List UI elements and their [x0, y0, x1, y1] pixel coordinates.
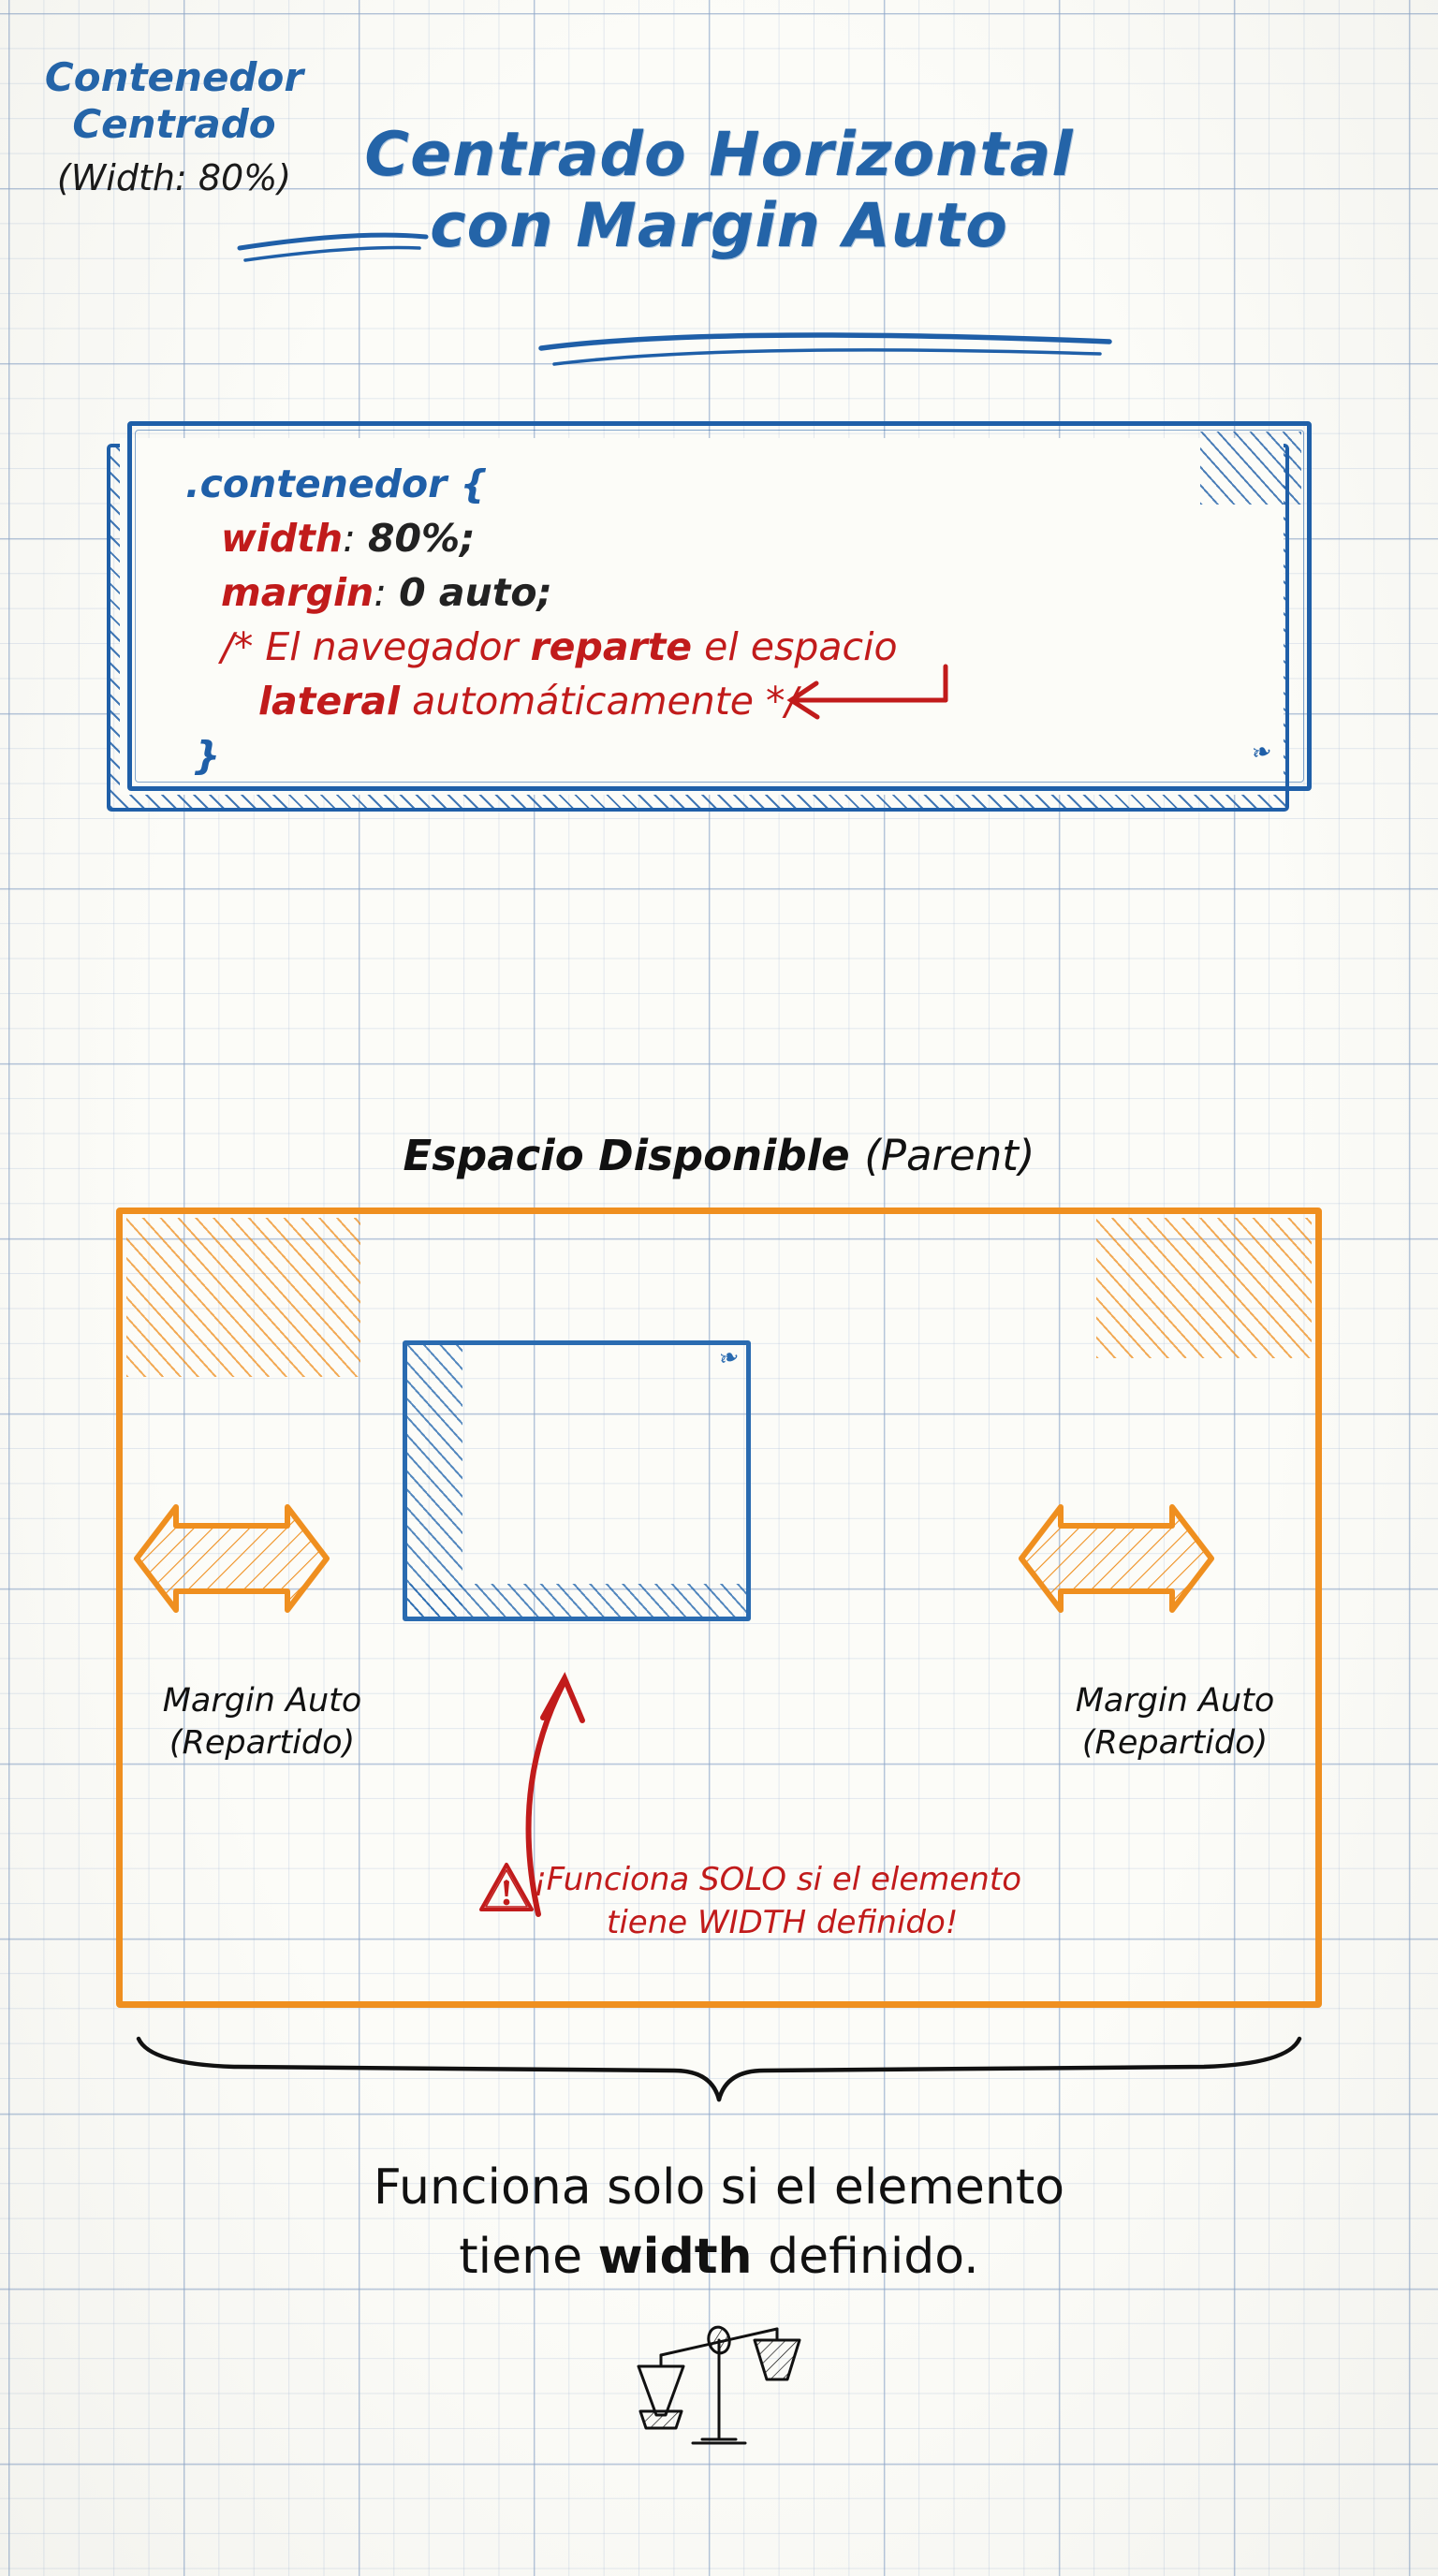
conclusion-line-2-bold: width — [597, 2229, 753, 2285]
code-line-selector: .contenedor { — [185, 461, 488, 506]
conclusion-line-2-post: definido. — [752, 2229, 979, 2285]
margin-auto-label-right-line-1: Margin Auto — [1075, 1682, 1275, 1720]
parent-section-label: Espacio Disponible (Parent) — [0, 1131, 1438, 1180]
margin-arrow-left — [131, 1498, 332, 1623]
double-arrow-icon — [1019, 1504, 1214, 1613]
code-card-frame-inner — [135, 430, 1304, 783]
margin-auto-label-right: Margin Auto (Repartido) — [1034, 1680, 1315, 1764]
warning-text-line-2: tiene WIDTH definido! — [607, 1904, 959, 1941]
warning-text-line-1: ¡Funciona SOLO si el elemento — [534, 1861, 1021, 1898]
code-line-width: width: 80%; — [221, 516, 476, 561]
parent-container-box — [116, 1208, 1322, 2008]
code-card-shadow — [107, 438, 1289, 812]
margin-auto-label-left-line-1: Margin Auto — [162, 1682, 362, 1720]
centered-child-title-line-2: Centrado — [72, 101, 276, 147]
conclusion-line-2: tiene width definido. — [0, 2222, 1438, 2291]
warning-text: ¡Funciona SOLO si el elemento tiene WIDT… — [534, 1858, 1273, 1944]
title-line-2: con Margin Auto — [430, 191, 1008, 261]
parent-box-hatch-top-right — [1096, 1218, 1312, 1358]
margin-auto-label-left: Margin Auto (Repartido) — [122, 1680, 403, 1764]
code-card-corner-hatch — [1200, 432, 1301, 505]
centered-child-title-line-1: Contenedor — [44, 54, 304, 100]
warning-triangle-glyph — [479, 1863, 534, 1911]
warning-triangle-icon — [477, 1860, 536, 1920]
balance-scale-icon — [637, 2325, 801, 2445]
centered-child-hatch-left — [406, 1344, 462, 1617]
conclusion-text: Funciona solo si el elemento tiene width… — [0, 2153, 1438, 2291]
parent-label-strong: Espacio Disponible — [403, 1131, 865, 1180]
page-title: Centrado Horizontal con Margin Auto — [0, 120, 1438, 262]
code-block: .contenedor { width: 80%; margin: 0 auto… — [185, 457, 1265, 783]
centered-child-hatch-bottom — [406, 1584, 747, 1617]
title-line-1: Centrado Horizontal — [364, 120, 1074, 190]
margin-arrow-right — [1016, 1498, 1217, 1623]
centered-child-width-note: (Width: 80%) — [56, 157, 292, 198]
conclusion-line-2-pre: tiene — [459, 2229, 598, 2285]
centered-child-labels: Contenedor Centrado (Width: 80%) — [0, 54, 414, 204]
warning-callout: ¡Funciona SOLO si el elemento tiene WIDT… — [479, 1858, 1273, 1944]
code-comment-line-1: /* El navegador reparte el espacio — [221, 624, 898, 669]
margin-auto-label-right-line-2: (Repartido) — [1081, 1724, 1269, 1762]
code-comment-line-2: lateral automáticamente */ — [258, 679, 799, 724]
code-line-margin: margin: 0 auto; — [221, 570, 552, 615]
margin-auto-label-left-line-2: (Repartido) — [169, 1724, 356, 1762]
conclusion-line-1: Funciona solo si el elemento — [373, 2159, 1065, 2216]
parent-box-hatch-top-left — [126, 1218, 360, 1377]
centered-child-frame — [403, 1340, 751, 1621]
centered-child-box: ❧ — [403, 1340, 751, 1621]
code-card-frame — [127, 421, 1312, 791]
parent-label-paren: (Parent) — [864, 1131, 1035, 1180]
balance-scale-icon-wrap — [0, 2312, 1438, 2466]
code-card: .contenedor { width: 80%; margin: 0 auto… — [107, 421, 1312, 812]
code-line-close-brace: } — [193, 733, 221, 778]
code-card-shadow-mask — [120, 438, 1284, 795]
double-arrow-icon — [134, 1504, 330, 1613]
